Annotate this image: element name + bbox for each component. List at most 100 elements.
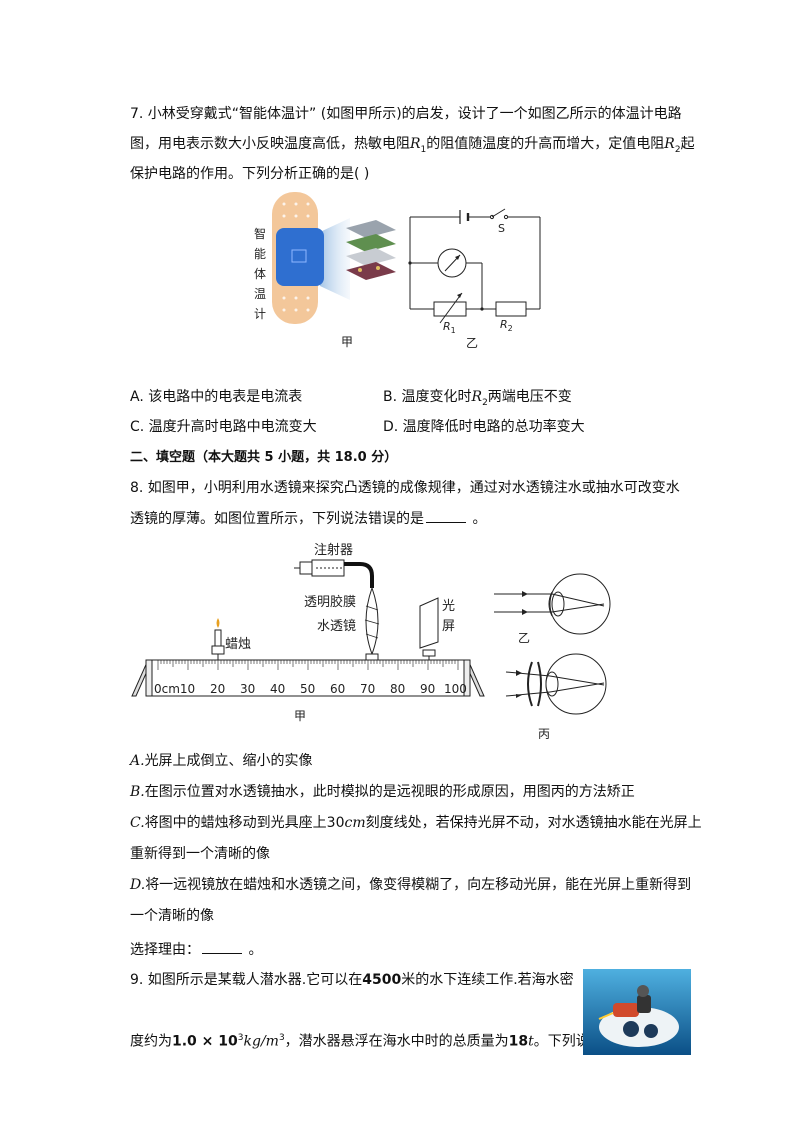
r2-label: R2 <box>500 318 513 333</box>
figure-q8-yi-eye: 乙 <box>494 573 611 645</box>
meter-icon <box>437 248 467 278</box>
figure-caption-jia-q8: 甲 <box>294 709 306 723</box>
svg-text:温: 温 <box>254 287 266 301</box>
q8-option-d: D.将一远视镜放在蜡烛和水透镜之间，像变得模糊了，向左移动光屏，能在光屏上重新得… <box>130 875 691 895</box>
water-lens-icon <box>364 586 380 661</box>
submersible-icon <box>598 985 679 1047</box>
q8-option-text: 在图示位置对水透镜抽水，此时模拟的是远视眼的形成原因，用图丙的方法矫正 <box>144 784 635 800</box>
q9-text: 度约为 <box>130 1033 172 1050</box>
q8-option-d-line2: 一个清晰的像 <box>130 908 214 924</box>
q7-option-b: B. 温度变化时R2两端电压不变 <box>383 387 572 413</box>
unit-cm: cm <box>344 815 366 831</box>
q9-text: 米的水下连续工作.若海水密 <box>401 972 574 988</box>
r2-symbol: R <box>471 389 483 405</box>
syringe-icon <box>294 559 374 588</box>
q7-text: 的阻值随温度的升高而增大，定值电阻 <box>426 136 665 152</box>
svg-text:体: 体 <box>254 267 266 281</box>
r1-label: R1 <box>443 320 456 335</box>
q8-option-text: 刻度线处，若保持光屏不动，对水透镜抽水能在光屏上 <box>365 815 702 831</box>
q8-option-text: 将图中的蜡烛移动到光具座上30 <box>144 815 345 831</box>
q8-line1: 8. 如图甲，小明利用水透镜来探究凸透镜的成像规律，通过对水透镜注水或抽水可改变… <box>130 480 680 496</box>
reason-blank[interactable] <box>202 939 242 954</box>
ruler-label: 50 <box>300 682 315 696</box>
ruler-label: 60 <box>330 682 345 696</box>
figure-caption-yi: 乙 <box>466 336 478 350</box>
option-letter: C. <box>130 815 145 831</box>
q9-text: 。下列说 <box>533 1033 590 1050</box>
jia-vertical-label: 智 能 体 温 计 <box>254 226 266 321</box>
figure-q8-bing-eye: 丙 <box>505 653 607 741</box>
q7-option-a: A. 该电路中的电表是电流表 <box>130 389 303 405</box>
optical-bench <box>131 659 485 697</box>
q9-text: ，潜水器悬浮在海水中时的总质量为 <box>284 1033 509 1050</box>
syringe-label: 注射器 <box>314 542 353 558</box>
density-value: 1.0 × 10 <box>172 1033 238 1050</box>
q9-line1: 9. 如图所示是某载人潜水器.它可以在4500米的水下连续工作.若海水密 <box>130 970 574 990</box>
unit-exponent: 3 <box>278 1033 285 1043</box>
switch-label: S <box>498 222 505 235</box>
ruler-label: 70 <box>360 682 375 696</box>
ruler-label: 40 <box>270 682 285 696</box>
candle-icon <box>211 618 225 660</box>
q7-text: 图，用电表示数大小反映温度高低，热敏电阻 <box>130 136 410 152</box>
figure-caption-yi-q8: 乙 <box>518 631 530 645</box>
r2-subscript: 2 <box>674 144 681 155</box>
candle-label: 蜡烛 <box>225 637 251 652</box>
figure-q7-yi: S R1 R2 乙 <box>408 208 541 350</box>
depth-value: 4500 <box>362 972 402 988</box>
section-heading: 二、填空题（本大题共 5 小题，共 18.0 分） <box>130 450 398 465</box>
svg-text:智: 智 <box>254 226 266 241</box>
figure-caption-bing: 丙 <box>538 727 550 741</box>
film-label: 透明胶膜 <box>304 594 356 610</box>
q8-text: 。 <box>468 511 487 527</box>
option-letter: D. <box>130 877 146 893</box>
ruler-labels: 0cm10 20 30 40 50 60 70 80 90 100 <box>154 682 467 696</box>
q8-line2: 透镜的厚薄。如图位置所示，下列说法错误的是 。 <box>130 508 486 529</box>
q7-text: 起 <box>680 136 695 152</box>
switch-icon <box>489 208 509 220</box>
q9-line2: 度约为1.0 × 103kg/m3，潜水器悬浮在海水中时的总质量为18t。下列说 <box>130 1028 590 1052</box>
submersible-photo <box>583 969 691 1055</box>
answer-blank[interactable] <box>426 508 466 523</box>
option-letter: A. <box>130 753 145 769</box>
q8-reason: 选择理由： 。 <box>130 939 262 960</box>
reason-label: 选择理由： <box>130 942 200 958</box>
mass-value: 18 <box>508 1033 529 1050</box>
figure-caption-jia: 甲 <box>341 335 353 349</box>
beam-shape <box>320 218 350 300</box>
q7-line2: 图，用电表示数大小反映温度高低，热敏电阻R1的阻值随温度的升高而增大，定值电阻R… <box>130 134 695 160</box>
resistor-r2-icon <box>495 301 527 317</box>
q8-text: 透镜的厚薄。如图位置所示，下列说法错误的是 <box>130 511 424 527</box>
option-letter: B. <box>130 784 145 800</box>
water-lens-label: 水透镜 <box>317 619 356 634</box>
q7-option-c: C. 温度升高时电路中电流变大 <box>130 419 317 435</box>
ruler-label: 0cm10 <box>154 682 195 696</box>
q8-option-text: 将一远视镜放在蜡烛和水透镜之间，像变得模糊了，向左移动光屏，能在光屏上重新得到 <box>145 877 692 893</box>
thermometer-device <box>276 228 324 286</box>
q8-option-c-line2: 重新得到一个清晰的像 <box>130 846 270 862</box>
q9-text: 9. 如图所示是某载人潜水器.它可以在 <box>130 972 363 988</box>
q8-option-a: A.光屏上成倒立、缩小的实像 <box>130 751 313 771</box>
ruler-label: 100 <box>444 682 467 696</box>
r1-subscript: 1 <box>420 144 427 155</box>
r2-subscript: 2 <box>482 397 488 408</box>
q7-option-d: D. 温度降低时电路的总功率变大 <box>383 419 585 435</box>
q8-text: 。 <box>244 942 263 958</box>
q8-option-c: C.将图中的蜡烛移动到光具座上30cm刻度线处，若保持光屏不动，对水透镜抽水能在… <box>130 813 702 833</box>
r1-symbol: R <box>410 136 421 152</box>
q7-option-b-text: B. 温度变化时 <box>383 389 472 405</box>
ruler-label: 20 <box>210 682 225 696</box>
svg-text:计: 计 <box>254 307 266 321</box>
r2-symbol: R <box>664 136 675 152</box>
ruler-label: 30 <box>240 682 255 696</box>
density-exponent: 3 <box>237 1033 244 1043</box>
q7-line1: 7. 小林受穿戴式“智能体温计” (如图甲所示)的启发，设计了一个如图乙所示的体… <box>130 106 682 122</box>
q7-line3: 保护电路的作用。下列分析正确的是( ) <box>130 166 370 182</box>
q7-option-b-text: 两端电压不变 <box>487 389 572 405</box>
screen-label-1: 光 <box>442 599 455 614</box>
light-screen-icon <box>419 597 439 660</box>
ruler-label: 90 <box>420 682 435 696</box>
svg-text:能: 能 <box>254 247 266 261</box>
q8-option-b: B.在图示位置对水透镜抽水，此时模拟的是远视眼的形成原因，用图丙的方法矫正 <box>130 782 635 802</box>
mass-unit: t <box>528 1033 534 1050</box>
